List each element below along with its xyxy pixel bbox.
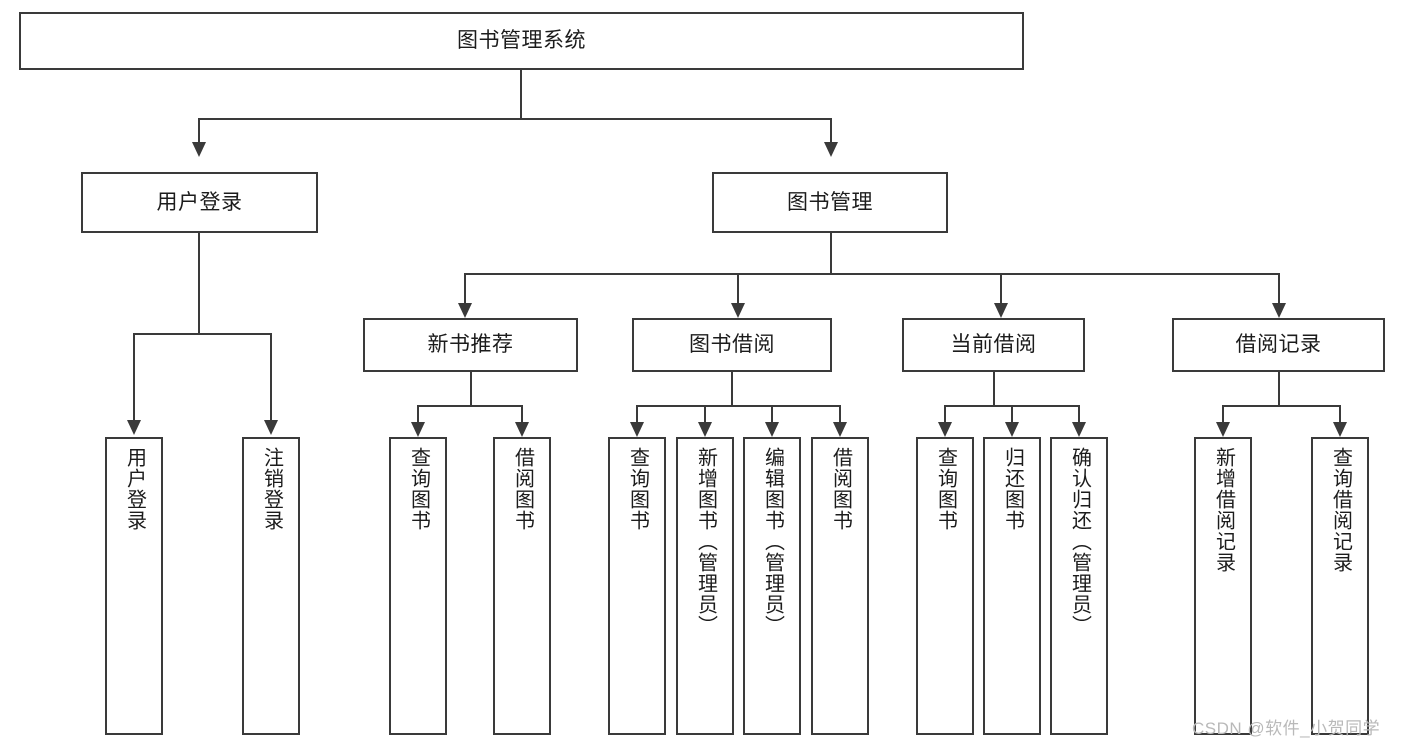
node-current-borrow[interactable]: 当前借阅 [902,318,1085,372]
leaf-label: 查询图书 [934,447,957,531]
connector-bm-to-current-borrow [1000,273,1002,303]
connector-user-login-stem [198,233,200,333]
connector-cb-to-leaf-2 [1011,405,1013,422]
arrowhead-bm-to-book-borrow [731,303,745,318]
leaf-query-book-new-recommend[interactable]: 查询图书 [389,437,447,735]
arrowhead-root-to-user-login [192,142,206,157]
leaf-logout-login[interactable]: 注销登录 [242,437,300,735]
node-new-book-recommend[interactable]: 新书推荐 [363,318,578,372]
leaf-query-borrow-record[interactable]: 查询借阅记录 [1311,437,1369,735]
arrowhead-cb-to-leaf-2 [1005,422,1019,437]
node-book-management[interactable]: 图书管理 [712,172,948,233]
arrowhead-user-login-to-leaf-2 [264,420,278,435]
leaf-add-book-admin[interactable]: 新增图书（管理员） [676,437,734,735]
connector-new-book-stem [470,372,472,405]
leaf-query-book-current[interactable]: 查询图书 [916,437,974,735]
arrowhead-br-to-leaf-1 [1216,422,1230,437]
connector-user-login-to-leaf-2 [270,333,272,420]
arrowhead-nb-to-leaf-1 [411,422,425,437]
connector-bb-to-leaf-4 [839,405,841,422]
leaf-label: 归还图书 [1001,447,1024,531]
arrowhead-bb-to-leaf-2 [698,422,712,437]
connector-user-login-to-leaf-1 [133,333,135,420]
connector-bm-to-borrow-record [1278,273,1280,303]
node-label: 当前借阅 [950,333,1037,357]
connector-book-management-bar [464,273,1278,275]
connector-root-stem [520,70,522,118]
connector-bb-to-leaf-1 [636,405,638,422]
node-label: 图书管理 [787,190,873,214]
leaf-label: 借阅图书 [511,447,534,531]
connector-book-management-stem [830,233,832,273]
connector-br-to-leaf-1 [1222,405,1224,422]
leaf-label: 新增图书（管理员） [694,447,717,636]
connector-bb-to-leaf-3 [771,405,773,422]
leaf-label: 借阅图书 [829,447,852,531]
arrowhead-br-to-leaf-2 [1333,422,1347,437]
arrowhead-user-login-to-leaf-1 [127,420,141,435]
arrowhead-bm-to-borrow-record [1272,303,1286,318]
arrowhead-bm-to-current-borrow [994,303,1008,318]
connector-root-bar [198,118,832,120]
node-label: 新书推荐 [427,333,514,357]
leaf-borrow-book-new-recommend[interactable]: 借阅图书 [493,437,551,735]
node-user-login[interactable]: 用户登录 [81,172,318,233]
leaf-return-book[interactable]: 归还图书 [983,437,1041,735]
arrowhead-bb-to-leaf-3 [765,422,779,437]
connector-root-to-user-login [198,118,200,142]
connector-br-to-leaf-2 [1339,405,1341,422]
connector-cb-to-leaf-3 [1078,405,1080,422]
connector-borrow-record-bar [1222,405,1339,407]
arrowhead-nb-to-leaf-2 [515,422,529,437]
arrowhead-root-to-book-management [824,142,838,157]
leaf-confirm-return-admin[interactable]: 确认归还（管理员） [1050,437,1108,735]
connector-current-borrow-stem [993,372,995,405]
node-borrow-record[interactable]: 借阅记录 [1172,318,1385,372]
connector-nb-to-leaf-2 [521,405,523,422]
connector-nb-to-leaf-1 [417,405,419,422]
connector-cb-to-leaf-1 [944,405,946,422]
node-label: 借阅记录 [1235,333,1322,357]
node-root-book-management-system[interactable]: 图书管理系统 [19,12,1024,70]
leaf-label: 查询借阅记录 [1329,447,1352,573]
connector-borrow-record-stem [1278,372,1280,405]
node-label: 图书管理系统 [457,29,586,53]
leaf-edit-book-admin[interactable]: 编辑图书（管理员） [743,437,801,735]
node-label: 图书借阅 [689,333,775,357]
leaf-label: 用户登录 [123,447,146,531]
leaf-add-borrow-record[interactable]: 新增借阅记录 [1194,437,1252,735]
arrowhead-bb-to-leaf-4 [833,422,847,437]
arrowhead-cb-to-leaf-3 [1072,422,1086,437]
leaf-query-book-borrow[interactable]: 查询图书 [608,437,666,735]
connector-new-book-bar [417,405,523,407]
connector-user-login-bar [133,333,271,335]
connector-bm-to-book-borrow [737,273,739,303]
node-label: 用户登录 [156,190,243,214]
connector-bm-to-new-book [464,273,466,303]
node-book-borrow[interactable]: 图书借阅 [632,318,832,372]
leaf-borrow-book[interactable]: 借阅图书 [811,437,869,735]
leaf-label: 新增借阅记录 [1212,447,1235,573]
connector-root-to-book-management [830,118,832,142]
leaf-user-login[interactable]: 用户登录 [105,437,163,735]
connector-bb-to-leaf-2 [704,405,706,422]
connector-book-borrow-stem [731,372,733,405]
arrowhead-bm-to-new-book [458,303,472,318]
arrowhead-cb-to-leaf-1 [938,422,952,437]
leaf-label: 编辑图书（管理员） [761,447,784,636]
leaf-label: 确认归还（管理员） [1068,447,1091,636]
leaf-label: 注销登录 [260,447,283,531]
connector-book-borrow-bar [636,405,841,407]
arrowhead-bb-to-leaf-1 [630,422,644,437]
leaf-label: 查询图书 [626,447,649,531]
leaf-label: 查询图书 [407,447,430,531]
